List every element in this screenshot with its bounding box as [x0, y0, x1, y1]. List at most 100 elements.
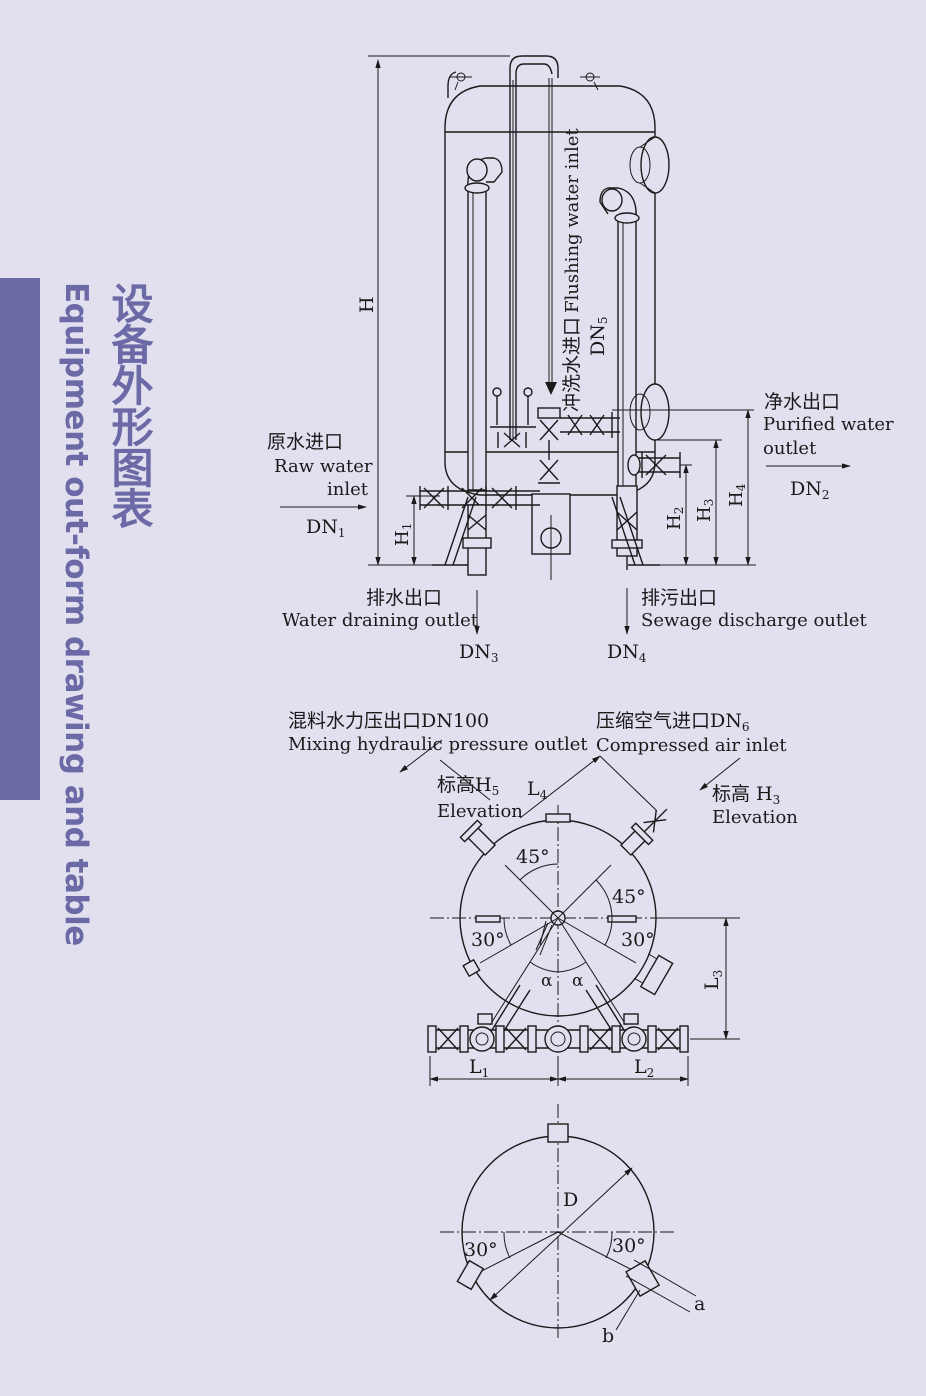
label-h1: H: [392, 530, 413, 546]
drain-zh: 排水出口: [366, 587, 442, 609]
page-title-chinese: 设备外形图表: [105, 282, 154, 528]
sewage-zh: 排污出口: [641, 587, 717, 609]
flushing-inlet-label: 冲洗水进口 Flushing water inlet DN5: [561, 128, 610, 412]
raw-inlet-valves: [419, 486, 540, 576]
elev5-zh-sub: 5: [492, 784, 500, 798]
elev5-zh: 标高H: [437, 774, 492, 796]
side-accent-bar: [0, 278, 40, 800]
sewage-valves: [611, 485, 643, 570]
purified-outlet-valve: [627, 452, 681, 478]
label-h: H: [356, 296, 378, 313]
air-en: Compressed air inlet: [596, 735, 787, 756]
svg-text:冲洗水进口Flushing water inlet: 冲洗水进口 Flushing water inlet: [561, 128, 583, 412]
label-a: a: [694, 1293, 705, 1315]
drain-outlet-label: 排水出口 Water draining outlet DN3: [282, 587, 499, 665]
purified-en-2: outlet: [763, 438, 817, 459]
svg-text:H3: H3: [694, 499, 716, 522]
svg-text:标高 H3: 标高 H3: [712, 783, 780, 807]
plan-view-top: L1 L2 L3 L4 45° 45° 30° 30° α α 混料水力压出口D…: [288, 710, 798, 1086]
raw-en-2: inlet: [327, 479, 369, 500]
elevation-view: H H1 H2 H3 H4 冲洗水进口Flushing water inlet …: [267, 55, 894, 665]
svg-text:DN3: DN3: [459, 641, 499, 665]
label-h4: H: [726, 491, 747, 507]
label-l4-sub: 4: [540, 788, 548, 802]
sewage-outlet-label: 排污出口 Sewage discharge outlet DN4: [607, 587, 868, 665]
dn1-sub: 1: [338, 526, 346, 540]
svg-text:压缩空气进口DN6: 压缩空气进口DN6: [596, 710, 750, 734]
label-h2: H: [664, 514, 685, 530]
air-zh: 压缩空气进口DN: [596, 710, 742, 732]
flushing-zh: 冲洗水进口: [561, 317, 583, 412]
raw-en-1: Raw water: [274, 456, 373, 477]
svg-text:DN1: DN1: [306, 516, 346, 540]
svg-text:H2: H2: [664, 507, 686, 530]
label-l1: L: [469, 1056, 482, 1078]
dimension-h2-h4: H2 H3 H4: [612, 409, 756, 566]
svg-text:L3: L3: [701, 970, 725, 990]
page-title-english: Equipment out-form drawing and table: [58, 282, 94, 946]
bottom-angle-30-left: 30°: [464, 1239, 498, 1261]
dn1: DN: [306, 516, 338, 538]
air-zh-sub: 6: [742, 720, 750, 734]
drain-en: Water draining outlet: [282, 610, 479, 631]
svg-text:DN2: DN2: [790, 478, 830, 502]
label-h3: H: [694, 506, 715, 522]
bottom-angle-30-right: 30°: [612, 1235, 646, 1257]
dimension-h: H: [356, 55, 510, 566]
dn3: DN: [459, 641, 491, 663]
dn2: DN: [790, 478, 822, 500]
flushing-inlet-valves: [531, 407, 620, 580]
label-b: b: [602, 1325, 614, 1347]
svg-text:DN4: DN4: [607, 641, 647, 665]
angle-30-left: 30°: [471, 929, 505, 951]
alpha-right: α: [572, 971, 584, 991]
angle-30-right: 30°: [621, 929, 655, 951]
flushing-en: Flushing water inlet: [562, 128, 583, 313]
elev3-en: Elevation: [712, 807, 798, 828]
purified-en-1: Purified water: [763, 414, 894, 435]
raw-inlet-label: 原水进口 Raw water inlet DN1: [267, 431, 373, 540]
alpha-left: α: [541, 971, 553, 991]
label-l3: L: [701, 977, 723, 990]
label-h1-sub: 1: [400, 523, 414, 531]
sewage-en: Sewage discharge outlet: [641, 610, 868, 631]
elev3-zh-sub: 3: [773, 793, 781, 807]
flushing-pipe: [509, 55, 559, 440]
dn3-sub: 3: [491, 651, 499, 665]
angle-45-left: 45°: [516, 846, 550, 868]
plan-view-bottom: D 30° 30° a b: [440, 1104, 705, 1347]
mixing-en: Mixing hydraulic pressure outlet: [288, 734, 588, 755]
dn4: DN: [607, 641, 639, 663]
svg-text:H1: H1: [392, 523, 414, 546]
label-l2: L: [634, 1056, 647, 1078]
purified-outlet-label: 净水出口 Purified water outlet DN2: [763, 391, 894, 502]
valve-row: [427, 1013, 689, 1053]
dn5-sub: 5: [596, 317, 610, 325]
dn4-sub: 4: [639, 651, 647, 665]
label-l3-sub: 3: [711, 970, 725, 978]
dimension-h1: H1: [392, 495, 440, 566]
raw-water-riser: [464, 157, 503, 491]
label-h2-sub: 2: [672, 507, 686, 515]
dn5: DN: [587, 324, 609, 356]
svg-text:L2: L2: [634, 1056, 654, 1080]
raw-zh: 原水进口: [267, 431, 343, 453]
svg-text:DN5: DN5: [587, 317, 610, 357]
label-d: D: [563, 1189, 578, 1211]
svg-text:标高H5: 标高H5: [437, 774, 499, 798]
elev5-en: Elevation: [437, 801, 523, 822]
svg-text:L4: L4: [527, 778, 548, 802]
label-h4-sub: 4: [734, 483, 748, 491]
mixing-zh: 混料水力压出口DN100: [288, 710, 489, 732]
instrument-stubs: [490, 387, 536, 448]
dn2-sub: 2: [822, 488, 830, 502]
label-l4: L: [527, 778, 540, 800]
label-l1-sub: 1: [482, 1066, 490, 1080]
svg-text:H4: H4: [726, 483, 748, 507]
elev3-zh: 标高 H: [712, 783, 773, 805]
angle-45-right: 45°: [612, 886, 646, 908]
purified-zh: 净水出口: [764, 391, 840, 413]
label-l2-sub: 2: [647, 1066, 655, 1080]
svg-text:L1: L1: [469, 1056, 489, 1080]
